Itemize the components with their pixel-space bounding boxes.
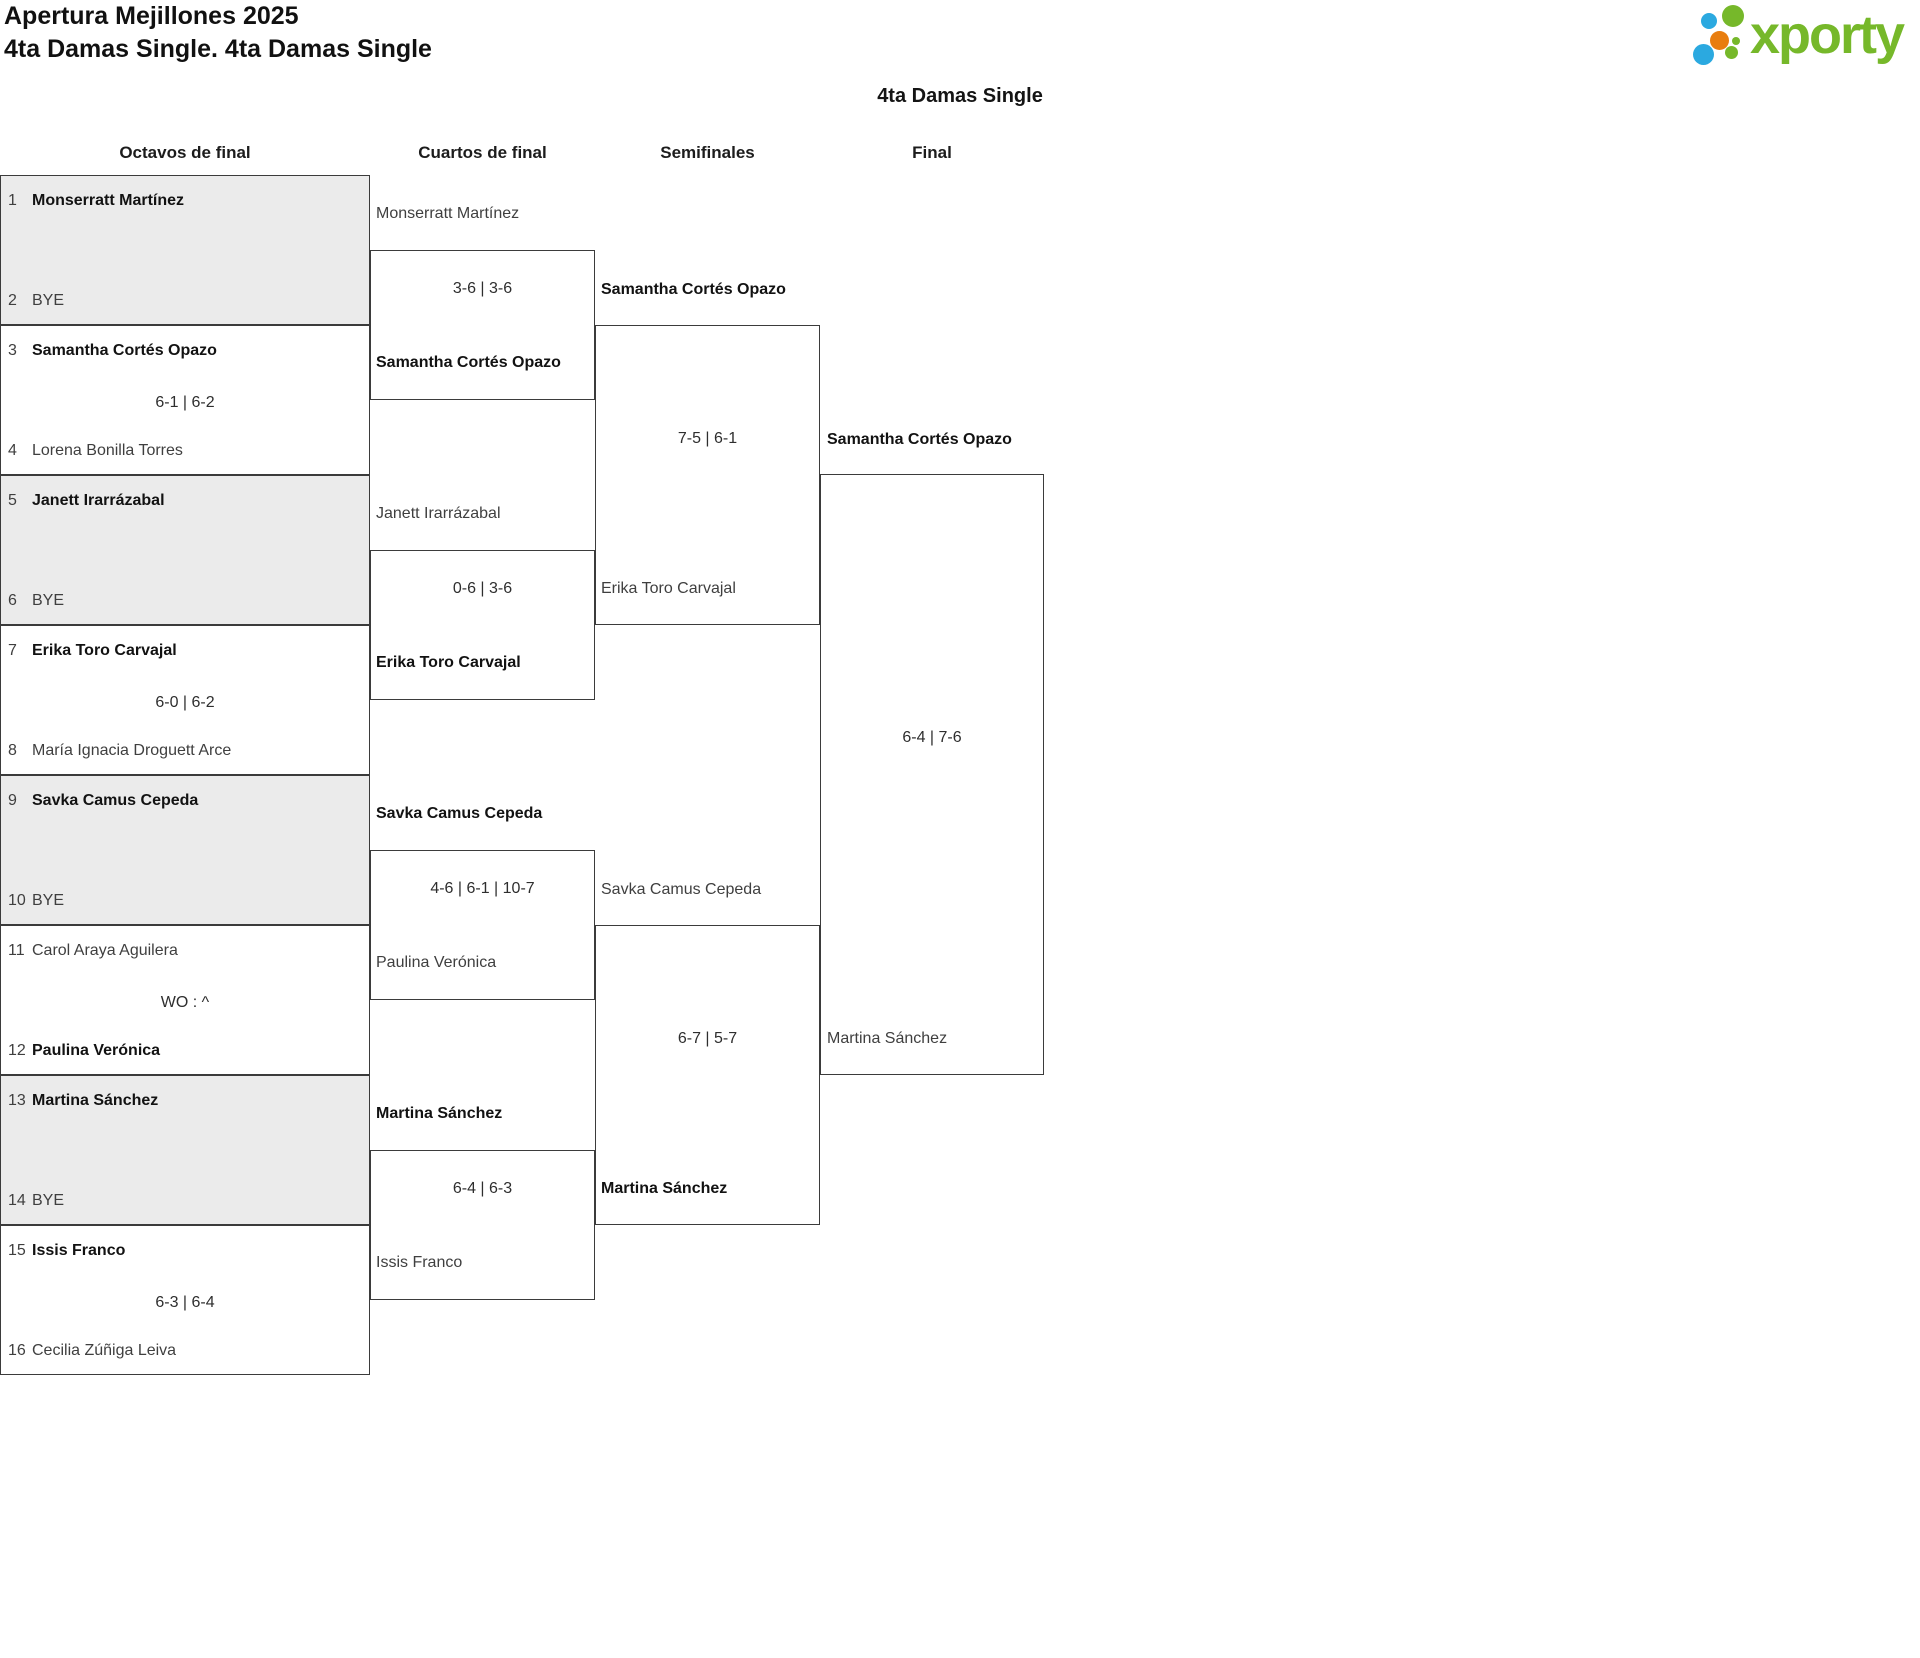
player-name: Cecilia Zúñiga Leiva bbox=[32, 1342, 177, 1359]
player-name: Carol Araya Aguilera bbox=[32, 942, 178, 959]
player-name: Issis Franco bbox=[32, 1242, 126, 1259]
r16-match-5[interactable]: 9 Savka Camus Cepeda 10 BYE bbox=[0, 775, 370, 925]
seed-number: 16 bbox=[8, 1342, 26, 1359]
seed-number: 13 bbox=[8, 1092, 26, 1109]
round-header-semis: Semifinales bbox=[660, 143, 755, 162]
seed-number: 7 bbox=[8, 642, 17, 659]
sf-match-2[interactable]: Savka Camus Cepeda 6-7 | 5-7 Martina Sán… bbox=[595, 881, 820, 1225]
seed-number: 1 bbox=[8, 192, 17, 209]
round-header-final: Final bbox=[912, 143, 952, 162]
match-score: 0-6 | 3-6 bbox=[452, 580, 513, 597]
bracket-title: 4ta Damas Single bbox=[877, 85, 1043, 107]
logo-dot-green-large bbox=[1722, 5, 1744, 27]
seed-number: 8 bbox=[8, 742, 17, 759]
player-name: Samantha Cortés Opazo bbox=[827, 431, 1012, 448]
player-name: Monserratt Martínez bbox=[32, 192, 185, 209]
match-score: 7-5 | 6-1 bbox=[677, 430, 738, 447]
sf-match-1[interactable]: Samantha Cortés Opazo 7-5 | 6-1 Erika To… bbox=[595, 281, 820, 625]
player-name: Samantha Cortés Opazo bbox=[376, 354, 561, 371]
qf-match-3[interactable]: Savka Camus Cepeda 4-6 | 6-1 | 10-7 Paul… bbox=[370, 805, 595, 1000]
match-score: 4-6 | 6-1 | 10-7 bbox=[430, 880, 535, 897]
player-name: Martina Sánchez bbox=[601, 1180, 728, 1197]
player-name: Erika Toro Carvajal bbox=[32, 642, 177, 659]
seed-number: 5 bbox=[8, 492, 17, 509]
seed-number: 12 bbox=[8, 1042, 26, 1059]
match-score: 3-6 | 3-6 bbox=[452, 280, 513, 297]
player-name: BYE bbox=[32, 292, 65, 309]
player-name: Martina Sánchez bbox=[376, 1105, 503, 1122]
seed-number: 10 bbox=[8, 892, 26, 909]
seed-number: 11 bbox=[8, 942, 25, 959]
logo-dot-blue-medium bbox=[1693, 44, 1714, 65]
player-name: Issis Franco bbox=[376, 1254, 463, 1271]
player-name: BYE bbox=[32, 892, 65, 909]
player-name: Martina Sánchez bbox=[32, 1092, 159, 1109]
r16-match-6[interactable]: 11 Carol Araya Aguilera WO : ^ 12 Paulin… bbox=[0, 925, 370, 1075]
player-name: Paulina Verónica bbox=[32, 1042, 161, 1059]
xporty-logo[interactable]: xporty bbox=[1690, 0, 1915, 78]
r16-match-1[interactable]: 1 Monserratt Martínez 2 BYE bbox=[0, 175, 370, 325]
match-score: 6-1 | 6-2 bbox=[155, 394, 215, 411]
match-score: 6-4 | 6-3 bbox=[452, 1180, 513, 1197]
match-score: WO : ^ bbox=[160, 994, 210, 1011]
player-name: Savka Camus Cepeda bbox=[601, 881, 762, 898]
r16-match-3[interactable]: 5 Janett Irarrázabal 6 BYE bbox=[0, 475, 370, 625]
tournament-title: Apertura Mejillones 2025 bbox=[4, 2, 299, 30]
player-name: Janett Irarrázabal bbox=[32, 492, 165, 509]
logo-dot-green-tiny bbox=[1732, 37, 1740, 45]
round-header-cuartos: Cuartos de final bbox=[418, 143, 547, 162]
match-score: 6-4 | 7-6 bbox=[902, 729, 962, 746]
player-name: Samantha Cortés Opazo bbox=[601, 281, 786, 298]
player-name: Savka Camus Cepeda bbox=[376, 805, 543, 822]
seed-number: 3 bbox=[8, 342, 17, 359]
player-name: Samantha Cortés Opazo bbox=[32, 342, 217, 359]
match-score: 6-7 | 5-7 bbox=[677, 1030, 738, 1047]
player-name: Martina Sánchez bbox=[827, 1030, 948, 1047]
final-match[interactable]: Samantha Cortés Opazo 6-4 | 7-6 Martina … bbox=[820, 431, 1044, 1075]
match-score: 6-3 | 6-4 bbox=[155, 1294, 215, 1311]
logo-wordmark: xporty bbox=[1750, 5, 1905, 65]
seed-number: 15 bbox=[8, 1242, 26, 1259]
r16-match-4[interactable]: 7 Erika Toro Carvajal 6-0 | 6-2 8 María … bbox=[0, 625, 370, 775]
qf-match-4[interactable]: Martina Sánchez 6-4 | 6-3 Issis Franco bbox=[370, 1105, 595, 1300]
player-name: Janett Irarrázabal bbox=[376, 505, 501, 522]
seed-number: 6 bbox=[8, 592, 17, 609]
player-name: Lorena Bonilla Torres bbox=[32, 442, 183, 459]
seed-number: 2 bbox=[8, 292, 17, 309]
player-name: Paulina Verónica bbox=[376, 954, 497, 971]
logo-dot-orange bbox=[1710, 31, 1729, 50]
player-name: BYE bbox=[32, 592, 65, 609]
logo-dot-green-small bbox=[1725, 46, 1738, 59]
player-name: BYE bbox=[32, 1192, 65, 1209]
player-name: Erika Toro Carvajal bbox=[601, 580, 736, 597]
round-header-octavos: Octavos de final bbox=[119, 143, 251, 162]
match-score: 6-0 | 6-2 bbox=[155, 694, 215, 711]
seed-number: 9 bbox=[8, 792, 17, 809]
player-name: Monserratt Martínez bbox=[376, 205, 520, 222]
qf-match-1[interactable]: Monserratt Martínez 3-6 | 3-6 Samantha C… bbox=[370, 205, 595, 400]
logo-dot-blue-small bbox=[1701, 13, 1717, 29]
r16-match-2[interactable]: 3 Samantha Cortés Opazo 6-1 | 6-2 4 Lore… bbox=[0, 325, 370, 475]
player-name: Erika Toro Carvajal bbox=[376, 654, 521, 671]
seed-number: 14 bbox=[8, 1192, 26, 1209]
player-name: María Ignacia Droguett Arce bbox=[32, 742, 232, 759]
player-name: Savka Camus Cepeda bbox=[32, 792, 199, 809]
seed-number: 4 bbox=[8, 442, 17, 459]
r16-match-7[interactable]: 13 Martina Sánchez 14 BYE bbox=[0, 1075, 370, 1225]
qf-match-2[interactable]: Janett Irarrázabal 0-6 | 3-6 Erika Toro … bbox=[370, 505, 595, 700]
category-subtitle: 4ta Damas Single. 4ta Damas Single bbox=[4, 35, 432, 63]
r16-match-8[interactable]: 15 Issis Franco 6-3 | 6-4 16 Cecilia Zúñ… bbox=[0, 1225, 370, 1375]
